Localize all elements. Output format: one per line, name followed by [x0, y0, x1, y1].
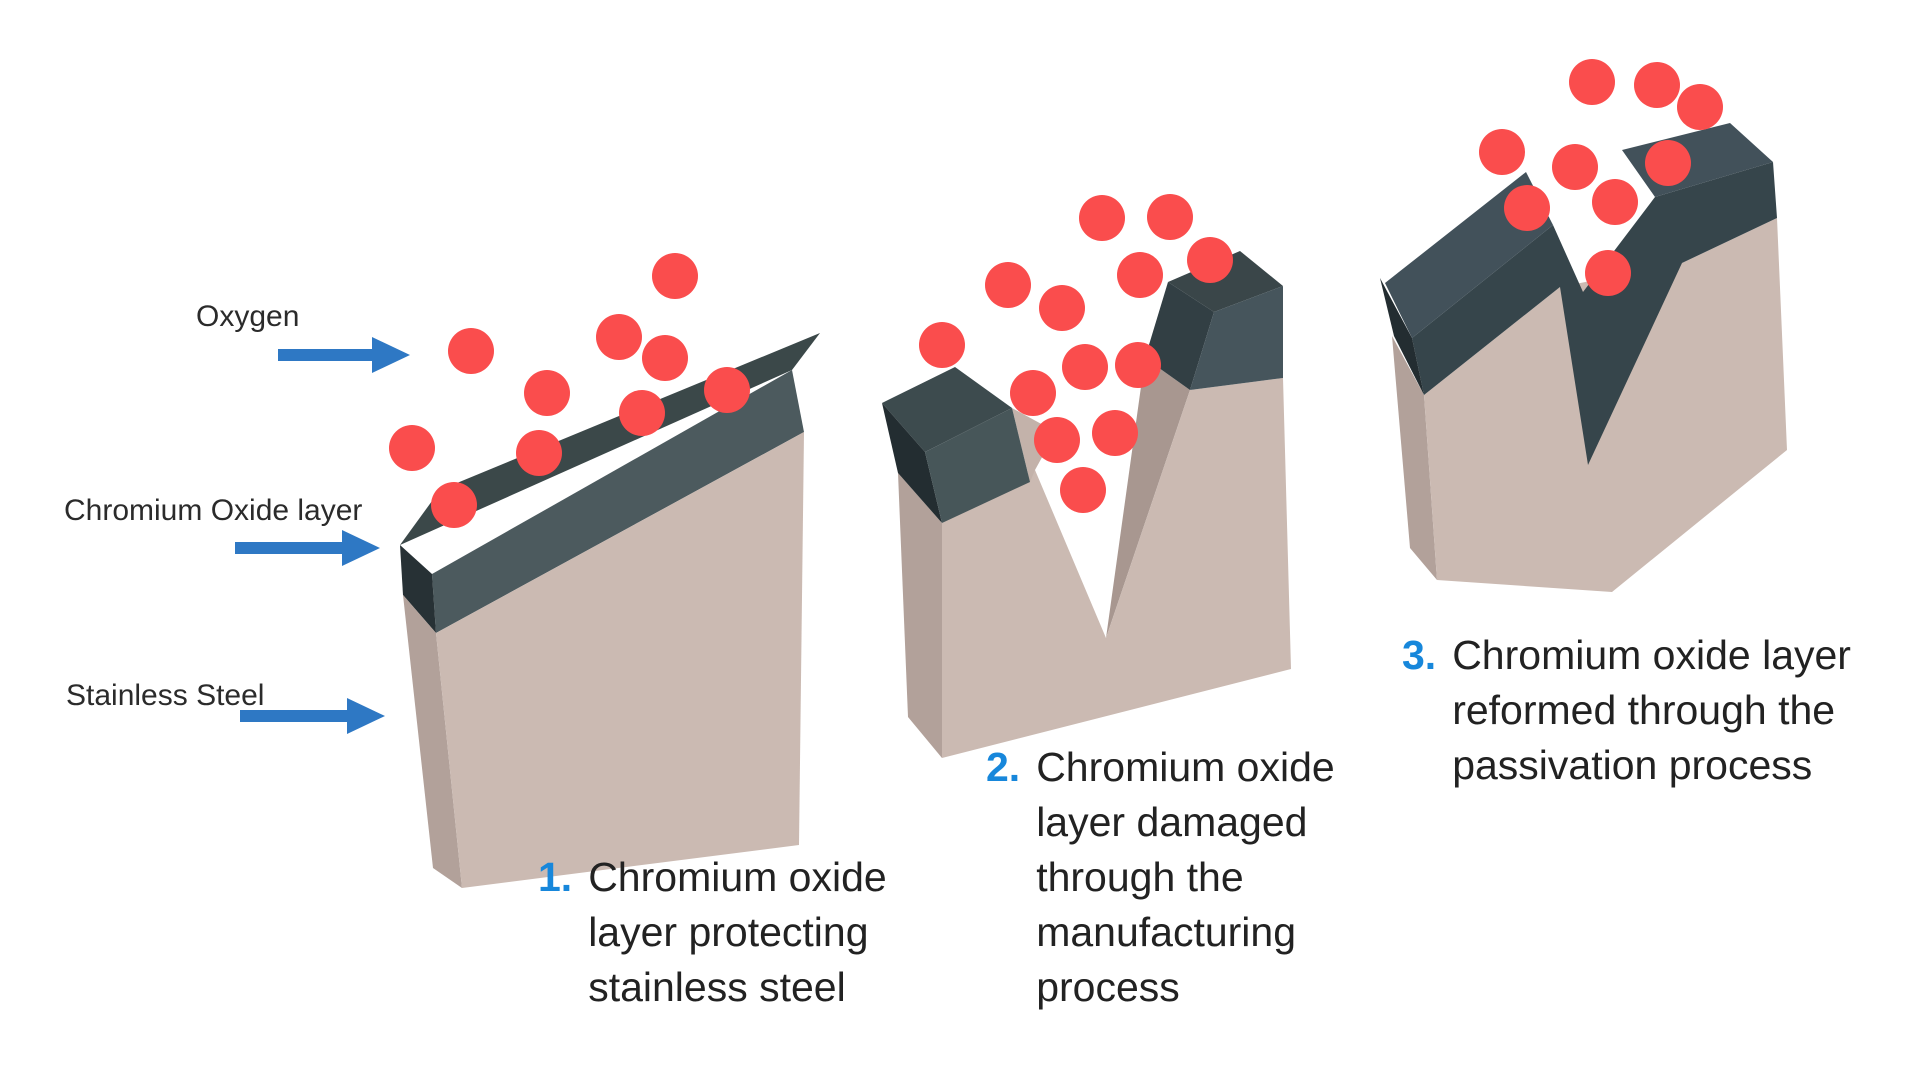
stainless-arrow	[240, 698, 385, 734]
caption-line: layer damaged	[1036, 799, 1308, 845]
caption-line: stainless steel	[588, 964, 846, 1010]
label-arrows-layer	[235, 337, 410, 734]
oxygen-dot	[1634, 62, 1680, 108]
oxygen-arrow-head	[372, 337, 410, 373]
oxygen-dot	[389, 425, 435, 471]
oxygen-dot	[1115, 342, 1161, 388]
block-2-damaged-layer-notch-shadow-wall	[1106, 358, 1190, 638]
oxygen-dot	[704, 367, 750, 413]
oxygen-dot	[1147, 194, 1193, 240]
caption-line: Chromium oxide	[588, 854, 887, 900]
caption-step-2: 2. Chromium oxide layer damaged through th…	[986, 740, 1335, 1015]
caption-2-text: Chromium oxide layer damaged through the ma…	[1036, 740, 1335, 1015]
oxygen-dot	[516, 430, 562, 476]
label-chromium-oxide-layer: Chromium Oxide layer	[64, 494, 363, 527]
caption-line: Chromium oxide layer	[1452, 632, 1851, 678]
chromium-arrow	[235, 530, 380, 566]
oxygen-dots-block-3	[1479, 59, 1723, 296]
stainless-arrow-head	[347, 698, 385, 734]
caption-line: layer protecting	[588, 909, 869, 955]
block-1-intact-layer-oxide-left-face	[400, 545, 436, 633]
oxygen-dot	[1592, 179, 1638, 225]
oxygen-dot	[1645, 140, 1691, 186]
block-3-reformed-layer-oxide-front-and-notch	[1412, 162, 1777, 465]
block-2-damaged-layer-steel-front-face	[942, 378, 1291, 758]
oxygen-dot	[524, 370, 570, 416]
oxygen-dots-layer	[389, 59, 1723, 528]
oxygen-dot	[1060, 467, 1106, 513]
caption-line: Chromium oxide	[1036, 744, 1335, 790]
block-1-intact-layer-oxide-front-face	[432, 370, 804, 633]
caption-step-1: 1. Chromium oxide layer protecting stainle…	[538, 850, 887, 1015]
caption-1-number: 1.	[538, 854, 573, 900]
oxygen-dot	[1479, 129, 1525, 175]
block-1-intact-layer-steel-side-face	[403, 595, 462, 888]
oxygen-dot	[1039, 285, 1085, 331]
oxygen-dot	[1569, 59, 1615, 105]
caption-3-number: 3.	[1402, 632, 1437, 678]
oxygen-dot	[985, 262, 1031, 308]
oxygen-dot	[1092, 410, 1138, 456]
block-2-damaged-layer-oxide-cap-left	[882, 403, 942, 523]
caption-line: through the	[1036, 854, 1244, 900]
oxygen-dot	[1062, 344, 1108, 390]
block-2-damaged-layer-steel-side-face	[898, 473, 942, 758]
caption-3-text: Chromium oxide layer reformed through the…	[1452, 628, 1851, 793]
oxygen-dot	[1552, 144, 1598, 190]
label-oxygen: Oxygen	[196, 300, 300, 333]
oxygen-dot	[448, 328, 494, 374]
block-2-damaged-layer-oxide-tower-top	[1168, 251, 1283, 312]
caption-line: reformed through the	[1452, 687, 1836, 733]
caption-line: manufacturing	[1036, 909, 1297, 955]
oxygen-dot	[619, 390, 665, 436]
block-3-reformed-layer-steel-side-face	[1392, 336, 1437, 580]
block-2-damaged-layer-oxide-cap-top	[882, 367, 1012, 452]
oxygen-dot	[1079, 195, 1125, 241]
oxygen-dots-block-2	[919, 194, 1233, 513]
oxygen-dot	[431, 482, 477, 528]
block-1-intact-layer	[400, 333, 820, 888]
block-3-reformed-layer-oxide-left-face	[1380, 278, 1424, 395]
oxygen-dot	[1585, 250, 1631, 296]
oxygen-dot	[1034, 417, 1080, 463]
oxygen-dot	[919, 322, 965, 368]
oxygen-dot	[1504, 185, 1550, 231]
oxygen-dot	[596, 314, 642, 360]
oxygen-dot	[642, 335, 688, 381]
oxygen-dots-block-1	[389, 253, 750, 528]
caption-step-3: 3. Chromium oxide layer reformed through …	[1402, 628, 1851, 793]
block-1-intact-layer-steel-front-face	[436, 432, 804, 888]
caption-2-number: 2.	[986, 744, 1021, 790]
block-3-reformed-layer	[1380, 123, 1787, 592]
caption-line: passivation process	[1452, 742, 1813, 788]
oxygen-dot	[1010, 370, 1056, 416]
oxygen-arrow	[278, 337, 410, 373]
oxygen-dot	[1187, 237, 1233, 283]
oxygen-dot	[652, 253, 698, 299]
block-2-damaged-layer	[882, 251, 1291, 758]
chromium-arrow-head	[342, 530, 380, 566]
oxygen-dot	[1117, 252, 1163, 298]
block-2-damaged-layer-oxide-tower-front	[1190, 286, 1283, 390]
label-stainless-steel: Stainless Steel	[66, 679, 265, 712]
block-2-damaged-layer-oxide-cap-front	[925, 408, 1030, 523]
oxygen-dot	[1677, 84, 1723, 130]
block-2-damaged-layer-oxide-tower-left	[1145, 282, 1214, 390]
caption-1-text: Chromium oxide layer protecting stainless …	[588, 850, 887, 1015]
caption-line: process	[1036, 964, 1180, 1010]
